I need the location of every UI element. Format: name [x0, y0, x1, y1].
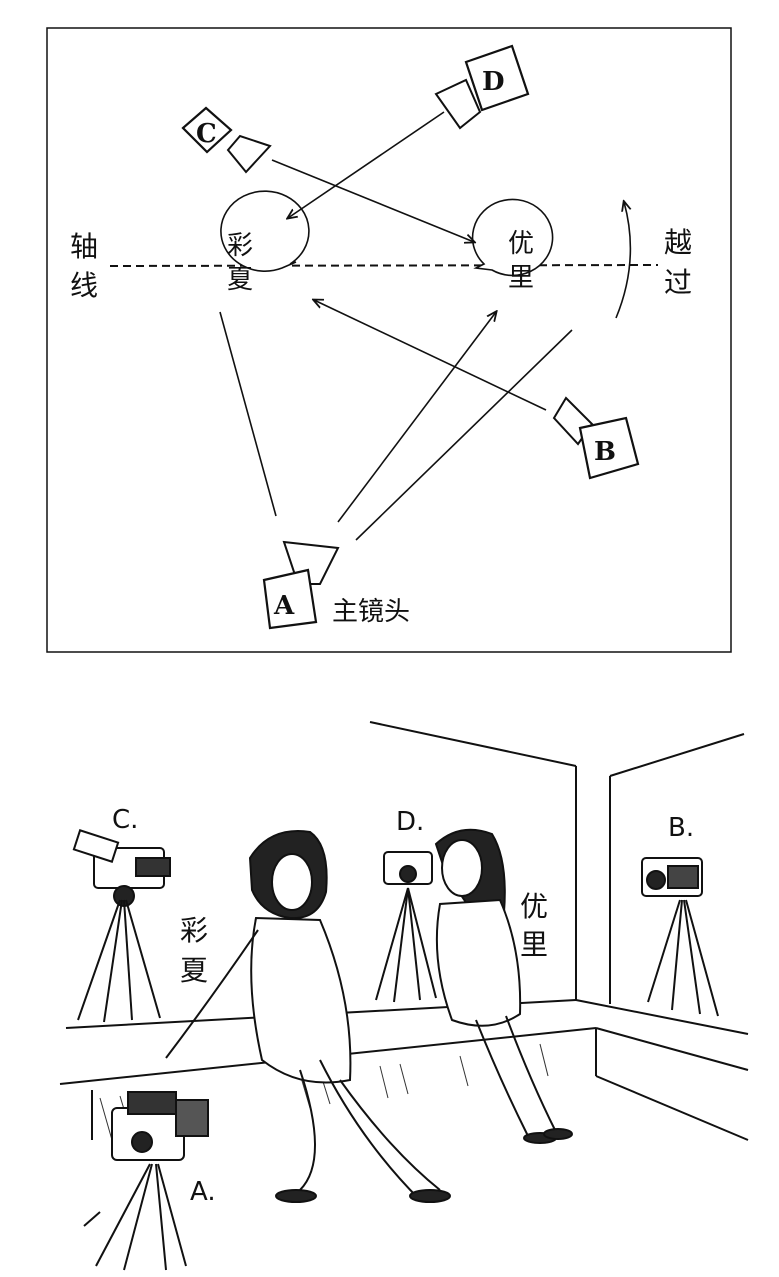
- studio-name-left-bottom: 夏: [180, 954, 208, 987]
- person-left-bottom: 夏: [227, 265, 253, 295]
- studio-camera-d: [375, 851, 437, 1003]
- studio-camera-a: [83, 1091, 209, 1271]
- cross-label-bottom: 过: [664, 266, 692, 299]
- person-right-bubble: 优 里: [471, 198, 554, 293]
- studio-name-right-top: 优: [520, 890, 548, 923]
- arrow-a-to-right: [337, 312, 496, 523]
- studio-label-b: B.: [668, 813, 694, 843]
- crossing-arc-arrow: [615, 202, 630, 319]
- camera-a-letter: A: [273, 591, 295, 621]
- camera-b: B: [552, 396, 640, 480]
- studio-illustration: C. D. B.: [59, 721, 749, 1271]
- person-left-top: 彩: [227, 231, 253, 261]
- diagram-frame: [46, 27, 732, 653]
- woman-right-figure: [434, 828, 573, 1144]
- camera-axis-diagram: 轴 线 越 过 彩 夏 优 里 C D: [46, 27, 732, 653]
- cross-label-top: 越: [664, 226, 692, 259]
- arrow-d-to-left: [288, 111, 445, 218]
- studio-label-d: D.: [396, 807, 424, 837]
- master-shot-label: 主镜头: [332, 597, 410, 627]
- camera-d: D: [434, 44, 530, 130]
- line-a-to-far-right: [355, 329, 573, 541]
- woman-left-figure: [165, 830, 451, 1203]
- studio-camera-b: [641, 857, 719, 1017]
- axis-label-top: 轴: [70, 230, 98, 263]
- axis-label-bottom: 线: [70, 269, 98, 302]
- studio-name-left-top: 彩: [180, 914, 208, 947]
- camera-c-letter: C: [196, 119, 217, 149]
- camera-a: A: [262, 540, 340, 630]
- person-right-bottom: 里: [508, 263, 534, 293]
- arrow-c-to-right: [271, 159, 474, 242]
- studio-camera-c: [72, 829, 171, 1023]
- line-a-to-left: [219, 311, 277, 517]
- studio-label-c: C.: [112, 805, 138, 835]
- camera-b-letter: B: [594, 437, 616, 467]
- studio-label-a: A.: [190, 1177, 216, 1207]
- person-right-top: 优: [508, 229, 534, 259]
- camera-d-letter: D: [482, 67, 505, 97]
- studio-name-right-bottom: 里: [520, 928, 548, 961]
- arrow-b-to-left: [314, 300, 547, 411]
- axis-line: [109, 264, 659, 267]
- camera-c: C: [181, 106, 272, 174]
